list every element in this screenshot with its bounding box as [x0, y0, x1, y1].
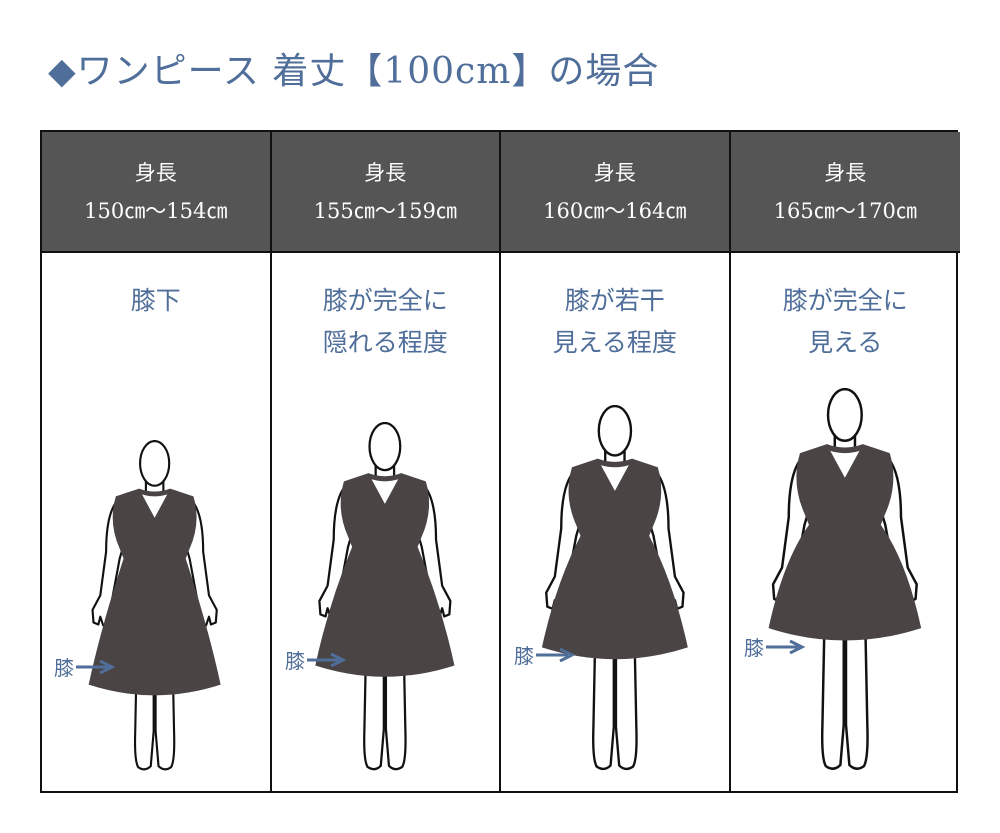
arrow-right-icon — [536, 647, 576, 662]
figure-illustration — [303, 421, 467, 778]
column-header: 身長 160㎝～164㎝ — [501, 132, 729, 253]
column-150-154: 身長 150㎝～154㎝ 膝下 — [42, 132, 272, 791]
desc-line: 膝が完全に — [782, 286, 908, 315]
figure-illustration — [755, 387, 935, 778]
figure-illustration — [529, 404, 701, 778]
column-header: 身長 155㎝～159㎝ — [271, 132, 499, 253]
page-title: ◆ワンピース 着丈【100cm】の場合 — [48, 51, 660, 92]
neckline — [601, 465, 629, 491]
neckline — [371, 479, 399, 504]
arrow-right-icon — [76, 659, 116, 674]
knee-marker: 膝 — [54, 652, 116, 681]
height-label: 身長 — [593, 161, 636, 185]
height-range: 155㎝～159㎝ — [313, 199, 457, 223]
arrow-right-icon — [307, 652, 347, 667]
knee-label: 膝 — [54, 656, 74, 680]
desc-line: 膝下 — [130, 286, 181, 315]
knee-label: 膝 — [514, 644, 534, 668]
desc-line: 見える — [808, 328, 883, 357]
leg — [844, 611, 869, 770]
arrow-right-icon — [766, 639, 806, 654]
head — [826, 387, 864, 442]
desc-line: 膝が若干 — [564, 286, 665, 315]
dress — [542, 458, 688, 660]
fit-description: 膝が完全に隠れる程度 — [272, 280, 500, 364]
height-range: 160㎝～164㎝ — [543, 199, 687, 223]
knee-marker: 膝 — [514, 640, 576, 669]
head — [368, 421, 402, 472]
fit-description: 膝が完全に見える — [731, 280, 961, 364]
dress — [315, 473, 455, 677]
height-range: 150㎝～154㎝ — [84, 199, 228, 223]
fit-description: 膝が若干見える程度 — [501, 280, 729, 364]
height-label: 身長 — [134, 161, 177, 185]
dress — [88, 488, 221, 696]
figure-illustration — [77, 439, 232, 778]
leg — [821, 611, 846, 770]
column-header: 身長 165㎝～170㎝ — [730, 132, 960, 253]
knee-marker: 膝 — [285, 645, 347, 674]
desc-line: 見える程度 — [552, 328, 677, 357]
column-160-164: 身長 160㎝～164㎝ 膝が若干見える程度 — [501, 132, 731, 791]
size-table: 身長 150㎝～154㎝ 膝下 身長 155㎝～159㎝ 膝が完全に隠れる程度 身長… — [40, 130, 961, 793]
column-header: 身長 150㎝～154㎝ — [42, 132, 270, 253]
height-label: 身長 — [364, 161, 407, 185]
neckline — [830, 450, 860, 478]
dress — [768, 444, 922, 641]
knee-label: 膝 — [285, 649, 305, 673]
height-range: 165㎝～170㎝ — [773, 199, 917, 223]
height-label: 身長 — [824, 161, 867, 185]
desc-line: 隠れる程度 — [322, 328, 448, 357]
fit-description: 膝下 — [42, 280, 270, 322]
knee-label: 膝 — [744, 636, 764, 660]
desc-line: 膝が完全に — [322, 286, 448, 315]
knee-marker: 膝 — [744, 632, 806, 661]
neckline — [142, 494, 168, 518]
head — [139, 439, 171, 487]
column-165-170: 身長 165㎝～170㎝ 膝が完全に見える — [730, 132, 961, 791]
column-155-159: 身長 155㎝～159㎝ 膝が完全に隠れる程度 — [271, 132, 501, 791]
head — [597, 404, 633, 457]
